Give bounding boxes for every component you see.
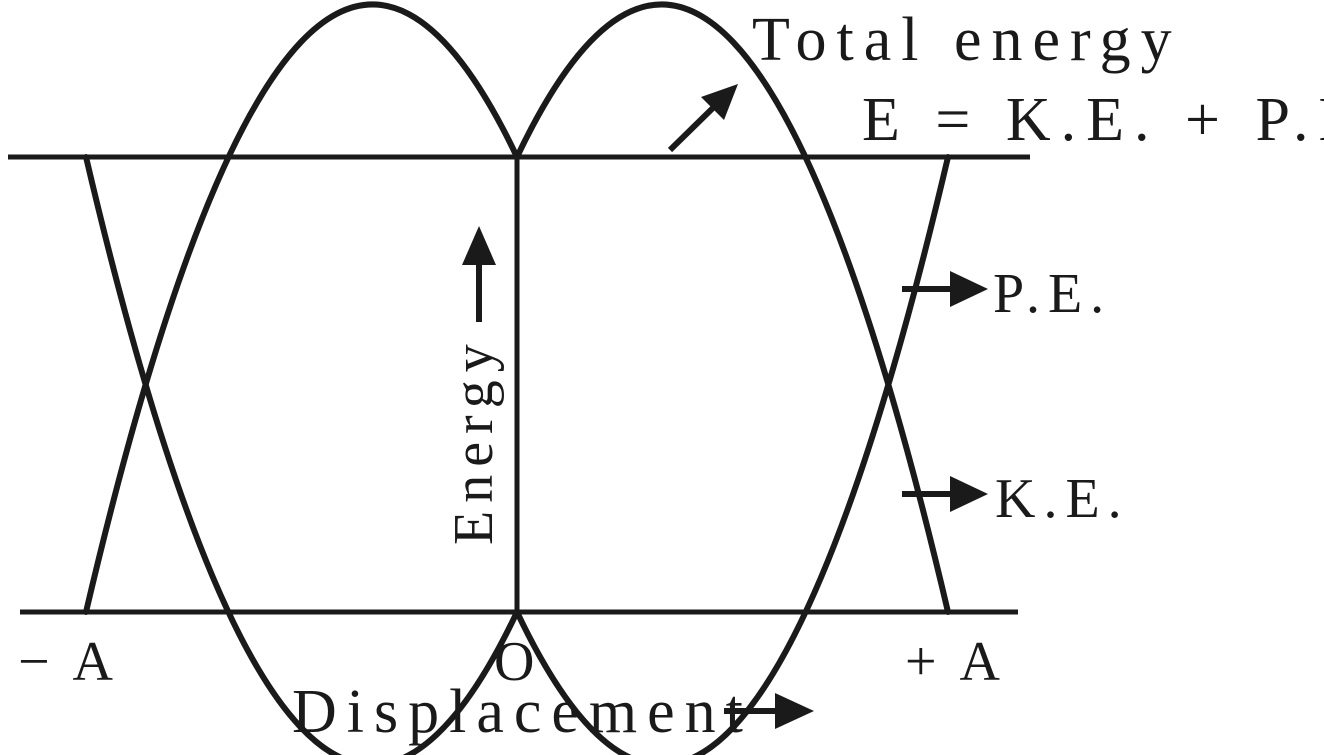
total-energy-formula: E = K.E. + P.E. [862,86,1324,154]
total-energy-title: Total energy [752,6,1182,74]
ke-pointer-arrow [902,476,988,512]
energy-up-arrow [462,226,496,322]
tick-negative-amplitude: − A [18,631,119,693]
energy-axis-label: Energy [443,336,505,545]
displacement-right-arrow [724,693,814,729]
ke-label: K.E. [995,468,1130,530]
total-energy-pointer-arrow [667,84,738,153]
displacement-axis-label: Displacement [292,678,753,746]
potential-energy-curve [83,154,951,755]
tick-positive-amplitude: + A [905,631,1006,693]
tick-origin: O [494,631,540,693]
pe-pointer-arrow [902,271,988,307]
kinetic-energy-curve [83,1,951,615]
pe-label: P.E. [993,263,1112,325]
